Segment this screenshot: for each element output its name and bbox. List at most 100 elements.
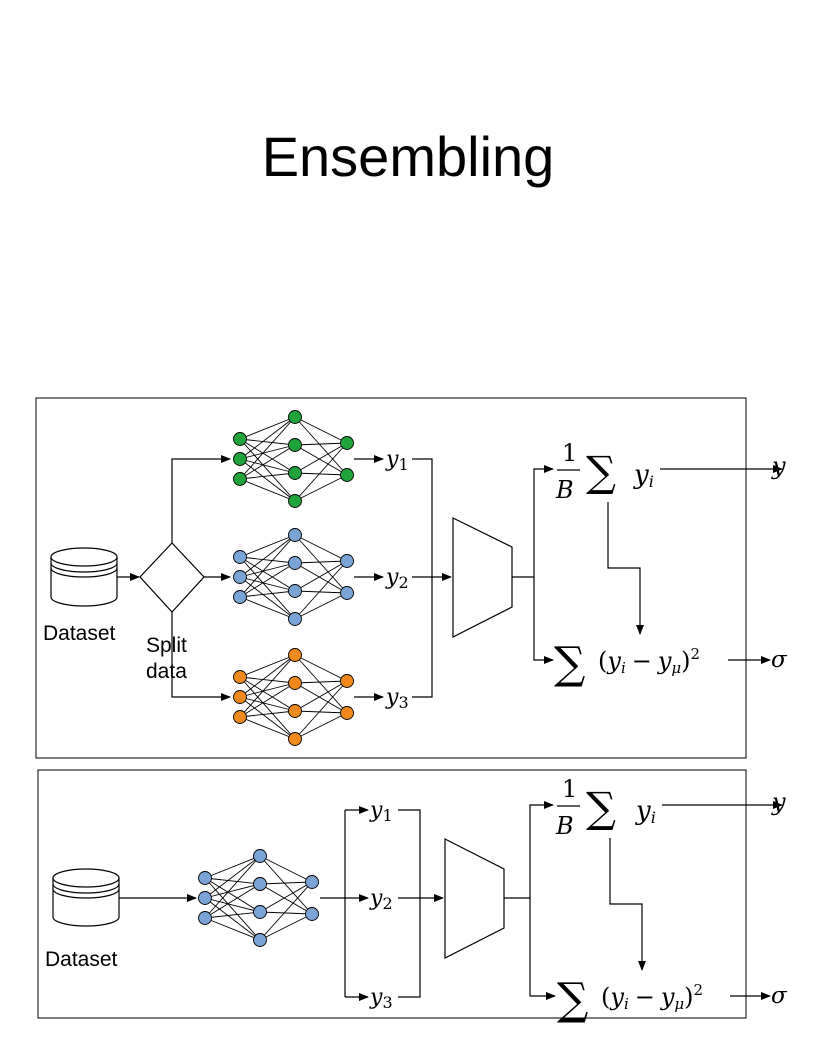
network-edge	[239, 716, 296, 740]
network-edge	[204, 911, 261, 919]
network-edge	[239, 682, 296, 718]
network-edge	[239, 576, 296, 620]
network-edge	[239, 710, 296, 718]
bottom-mean-to-variance-arrow	[609, 838, 646, 971]
network-node	[288, 612, 302, 626]
network-node	[198, 891, 212, 905]
bottom-result-mean: y	[771, 788, 786, 816]
bottom-panel	[37, 769, 747, 1019]
network-edge	[239, 596, 296, 620]
top-output-y2: y2	[385, 565, 409, 592]
network-edge	[204, 897, 261, 913]
network-edge	[239, 416, 296, 460]
network-edge	[294, 560, 348, 592]
network-edge	[294, 710, 348, 714]
top-dataset-label: Dataset	[43, 622, 116, 645]
network-edge	[294, 560, 348, 564]
network-edge	[239, 654, 296, 698]
network-edge	[294, 680, 348, 684]
top-mean-formula: 1 B ∑ yi	[555, 439, 654, 504]
page-title: Ensembling	[261, 125, 555, 188]
top-aggregator	[452, 517, 513, 638]
network-node	[288, 648, 302, 662]
svg-text:∑: ∑	[557, 974, 588, 1025]
network-edge	[239, 438, 296, 446]
network-node	[233, 590, 247, 604]
network-edge	[204, 883, 261, 899]
network-edge	[294, 416, 348, 476]
bottom-mean-formula: 1 B ∑ yi	[555, 775, 656, 840]
svg-text:yi: yi	[635, 796, 656, 827]
network-edge	[294, 442, 348, 474]
network-node	[253, 877, 267, 891]
network-edge	[204, 855, 261, 899]
network-edge	[294, 654, 348, 682]
network-node	[288, 732, 302, 746]
network-edge	[239, 416, 296, 440]
network-edge	[239, 676, 296, 684]
network-edge	[239, 438, 296, 502]
network-edge	[239, 562, 296, 578]
network-node	[288, 556, 302, 570]
network-node	[340, 554, 354, 568]
neural-network-single	[198, 849, 319, 947]
network-edge	[239, 676, 296, 712]
network-edge	[239, 534, 296, 598]
network-edge	[239, 676, 296, 740]
network-edge	[239, 458, 296, 474]
network-edge	[239, 556, 296, 564]
bottom-variance-formula: ∑ (yi−yμ)2	[557, 974, 703, 1025]
network-edge	[204, 877, 261, 941]
network-node	[305, 875, 319, 889]
network-edge	[204, 877, 261, 913]
top-output-y1: y1	[385, 447, 409, 474]
network-node	[340, 468, 354, 482]
network-node	[233, 472, 247, 486]
svg-text:B: B	[555, 476, 574, 504]
network-edge	[239, 472, 296, 480]
network-edge	[239, 534, 296, 558]
bottom-result-std: σ	[771, 983, 788, 1009]
bottom-dataset-label: Dataset	[45, 948, 118, 971]
network-edge	[259, 911, 313, 915]
network-edge	[239, 556, 296, 592]
top-variance-formula: ∑ (yi−yμ)2	[554, 638, 700, 689]
top-collector-bracket	[412, 458, 433, 698]
top-output-y3: y3	[385, 685, 409, 712]
network-node	[288, 676, 302, 690]
svg-text:B: B	[555, 812, 574, 840]
network-edge	[294, 444, 348, 476]
svg-text:1: 1	[562, 439, 577, 467]
bottom-aggregator-to-mean	[529, 801, 554, 898]
top-dataset-icon	[50, 547, 118, 607]
bottom-dataset-icon	[52, 868, 120, 927]
network-edge	[204, 855, 261, 919]
top-aggregator-to-variance	[533, 577, 554, 664]
network-edge	[294, 592, 348, 620]
network-edge	[294, 474, 348, 502]
network-node	[233, 452, 247, 466]
network-edge	[204, 883, 261, 919]
top-aggregator-to-mean	[533, 465, 554, 577]
network-node	[305, 907, 319, 921]
neural-network-blue	[233, 528, 354, 626]
network-edge	[294, 654, 348, 714]
bottom-collector-bracket	[398, 809, 421, 998]
network-edge	[239, 654, 296, 718]
network-node	[288, 704, 302, 718]
network-edge	[294, 534, 348, 594]
svg-text:yi: yi	[633, 460, 654, 491]
network-edge	[239, 682, 296, 698]
network-edge	[239, 562, 296, 598]
network-node	[288, 584, 302, 598]
network-edge	[259, 855, 313, 915]
network-node	[198, 871, 212, 885]
network-edge	[239, 438, 296, 474]
network-edge	[294, 680, 348, 740]
network-node	[233, 710, 247, 724]
network-edge	[294, 416, 348, 444]
split-arrow-top	[171, 455, 231, 543]
neural-network-green	[233, 410, 354, 508]
bottom-aggregator	[444, 838, 505, 959]
network-edge	[239, 444, 296, 460]
